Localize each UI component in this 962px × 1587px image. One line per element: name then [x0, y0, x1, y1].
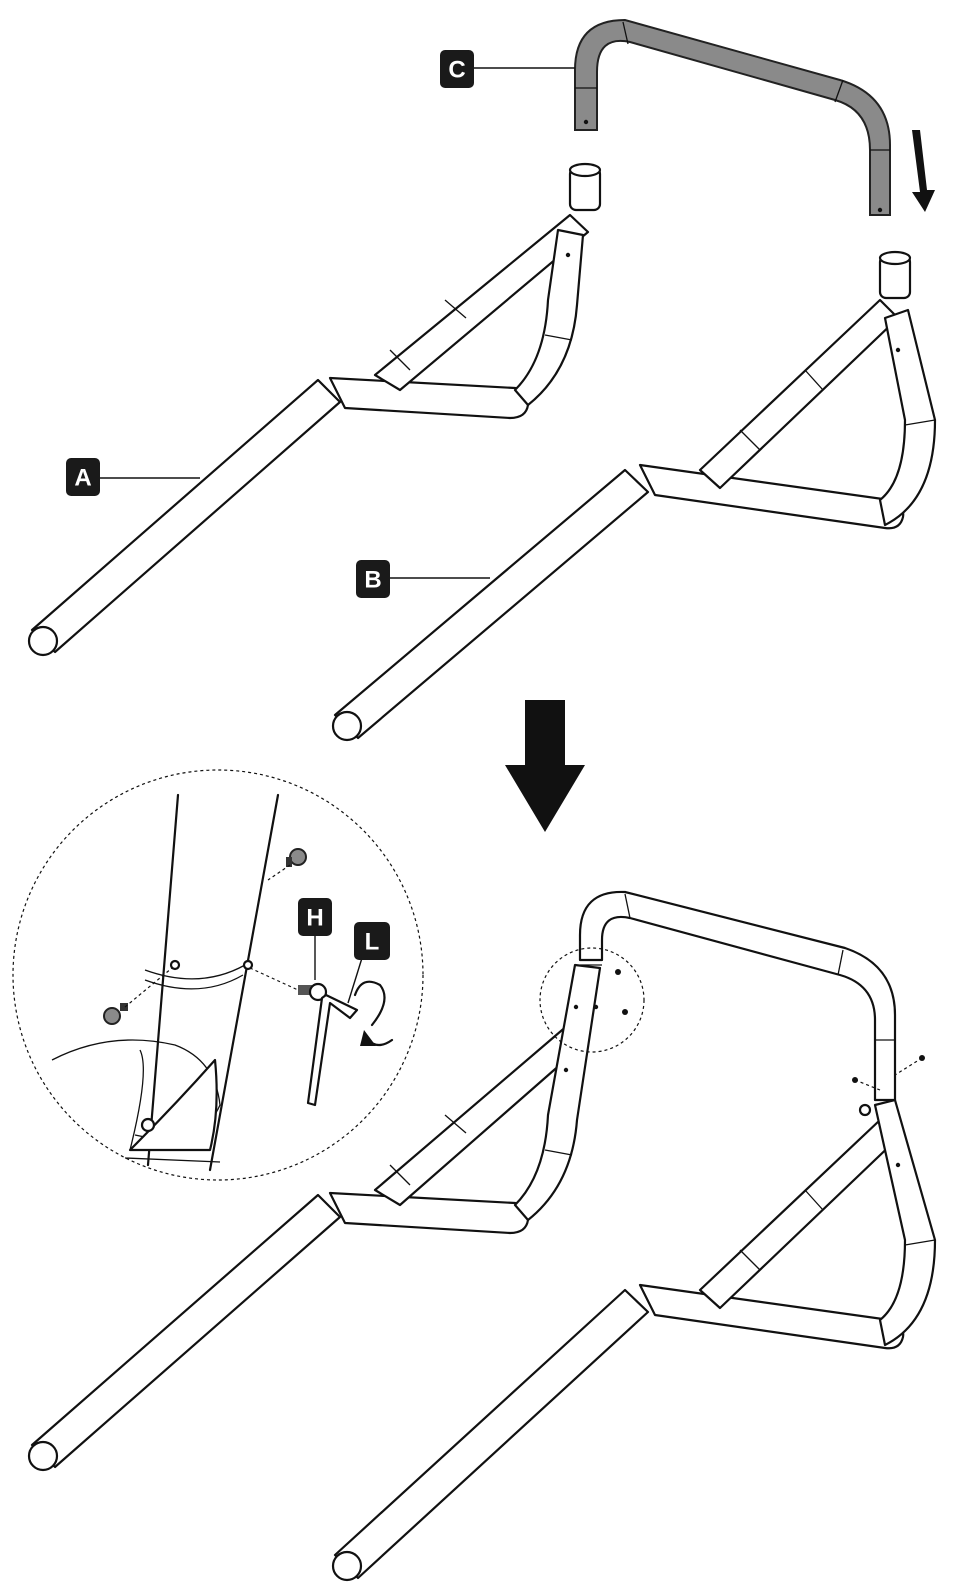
label-a: A	[66, 458, 200, 496]
hex-key-icon	[306, 993, 359, 1107]
detail-callout	[12, 769, 424, 1181]
assembled-frame	[27, 890, 937, 1582]
down-arrow-large-icon	[505, 700, 585, 832]
bolt-icon	[852, 1055, 925, 1117]
rotate-arrow-icon	[353, 980, 394, 1047]
label-l-text: L	[365, 929, 380, 956]
label-c-text: C	[448, 57, 465, 84]
bolt-icon	[103, 967, 173, 1025]
label-b: B	[356, 560, 490, 598]
part-c-handle	[574, 18, 891, 216]
bolt-icon	[249, 967, 328, 1002]
label-l: L	[354, 922, 390, 960]
label-a-text: A	[74, 465, 91, 492]
part-a-frame	[27, 162, 602, 657]
label-h: H	[298, 898, 332, 936]
part-b-frame	[331, 250, 937, 742]
label-h-text: H	[306, 905, 323, 932]
label-b-text: B	[364, 567, 381, 594]
label-c: C	[440, 50, 575, 88]
bolt-icon	[267, 848, 307, 881]
down-arrow-small-icon	[912, 130, 935, 212]
bolt-icon	[573, 969, 628, 1015]
